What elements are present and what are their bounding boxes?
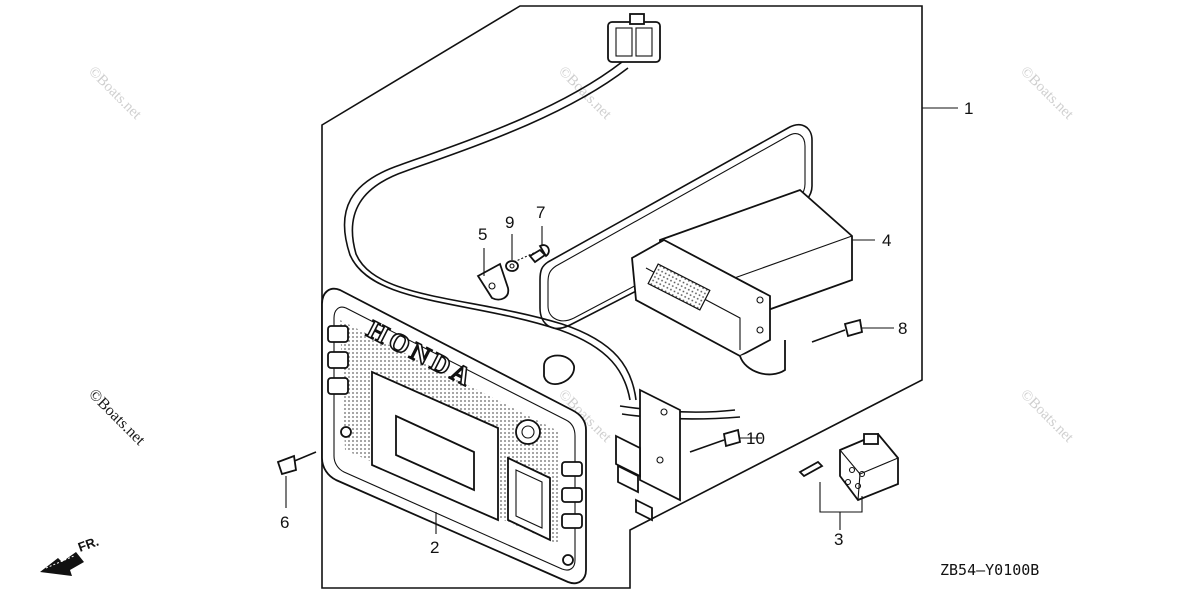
watermark-3: ©Boats.net — [1017, 64, 1077, 124]
watermark-group: ©Boats.net ©Boats.net ©Boats.net ©Boats.… — [85, 64, 1077, 450]
callout-1: 1 — [964, 99, 973, 118]
circuit-board — [615, 388, 681, 522]
front-arrow: FR. — [40, 534, 101, 576]
callout-8: 8 — [898, 319, 907, 338]
lcd-window — [395, 414, 475, 492]
clamp-hardware — [476, 244, 575, 385]
wire-clip — [543, 354, 575, 385]
display-unit — [631, 188, 853, 376]
watermark-6: ©Boats.net — [85, 386, 148, 449]
callout-10: 10 — [746, 429, 765, 448]
drawing-code: ZB54–Y0100B — [940, 561, 1039, 579]
terminal-pin — [798, 460, 824, 478]
watermark-2: ©Boats.net — [555, 64, 615, 124]
screw-10 — [689, 428, 742, 453]
callout-2: 2 — [430, 538, 439, 557]
assembly-outline — [321, 5, 923, 589]
indicator-hole — [515, 419, 541, 445]
screw-6 — [276, 451, 317, 476]
callout-3: 3 — [834, 530, 843, 549]
callout-4: 4 — [882, 231, 891, 250]
leader-lines — [285, 107, 958, 534]
front-label: FR. — [76, 534, 101, 555]
callout-9: 9 — [505, 213, 514, 232]
front-panel: HONDA — [321, 287, 587, 585]
callout-7: 7 — [536, 203, 545, 222]
switch-window — [507, 456, 551, 542]
watermark-4: ©Boats.net — [1017, 387, 1077, 447]
callout-labels: 1 2 3 4 5 6 7 8 9 10 — [280, 99, 973, 557]
connector-3 — [798, 432, 899, 502]
callout-5: 5 — [478, 225, 487, 244]
watermark-1: ©Boats.net — [85, 64, 145, 124]
callout-6: 6 — [280, 513, 289, 532]
screw-8 — [811, 318, 864, 343]
